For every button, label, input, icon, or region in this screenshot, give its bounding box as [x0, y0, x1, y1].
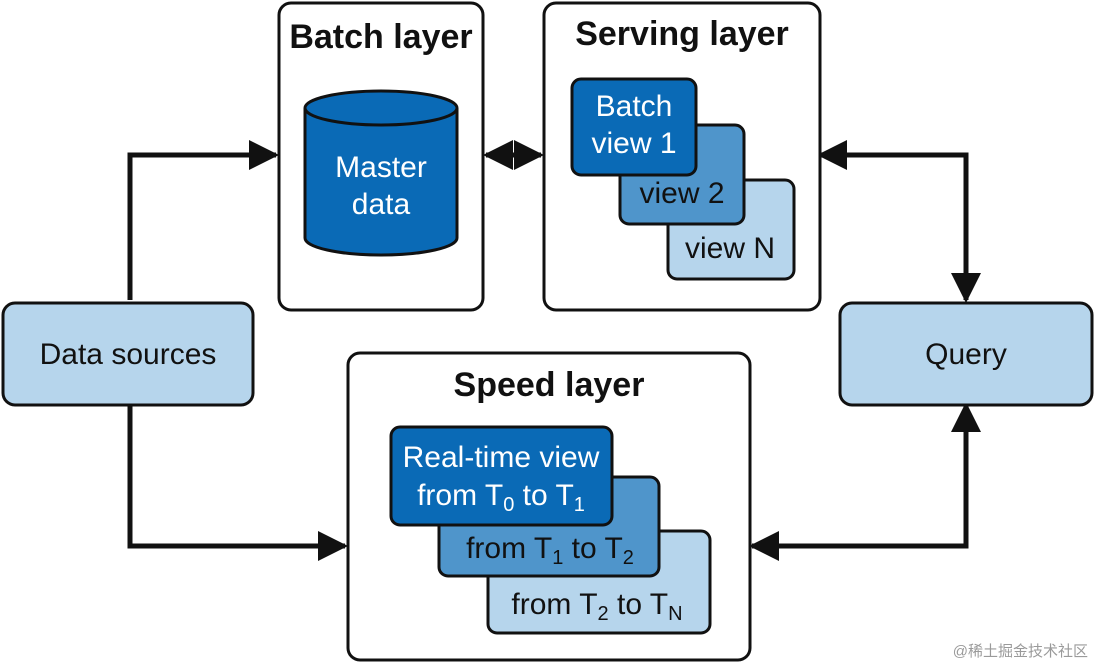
batch-layer: Batch layer Master data [277, 1, 485, 312]
arrow-datasources-to-speed [127, 405, 348, 561]
data-sources-box: Data sources [1, 301, 255, 407]
watermark-text: @稀土掘金技术社区 [953, 643, 1088, 660]
speed-layer: Speed layer from T2 to TN from T1 to T2 … [346, 351, 752, 662]
serving-view-n-label: view N [685, 232, 775, 265]
speed-view-1-line2: from T0 to T1 [417, 479, 585, 516]
speed-view-3-label: from T2 to TN [511, 588, 682, 625]
serving-view-2-label: view 2 [639, 177, 724, 210]
query-label: Query [925, 338, 1007, 371]
arrow-datasources-to-batch [127, 140, 279, 300]
serving-layer: Serving layer view N view 2 Batch view 1 [542, 1, 822, 312]
arrow-serving-query [817, 140, 981, 303]
speed-view-1-line1: Real-time view [403, 441, 600, 474]
serving-batch-view-1-card [570, 77, 698, 177]
data-sources-label: Data sources [40, 338, 217, 371]
speed-layer-title: Speed layer [454, 366, 645, 404]
speed-view-1-card [389, 425, 614, 527]
connectors [127, 140, 981, 561]
serving-view-1-line1: Batch [596, 90, 673, 123]
arrow-speed-query [749, 402, 981, 561]
serving-layer-title: Serving layer [575, 15, 789, 53]
speed-view-2-label: from T1 to T2 [466, 532, 634, 569]
serving-view-1-line2: view 1 [591, 127, 676, 160]
query-box: Query [838, 301, 1094, 407]
master-data-label-line2: data [352, 188, 411, 221]
batch-layer-title: Batch layer [289, 18, 472, 56]
master-data-cylinder: Master data [303, 89, 459, 257]
master-data-label-line1: Master [335, 151, 427, 184]
